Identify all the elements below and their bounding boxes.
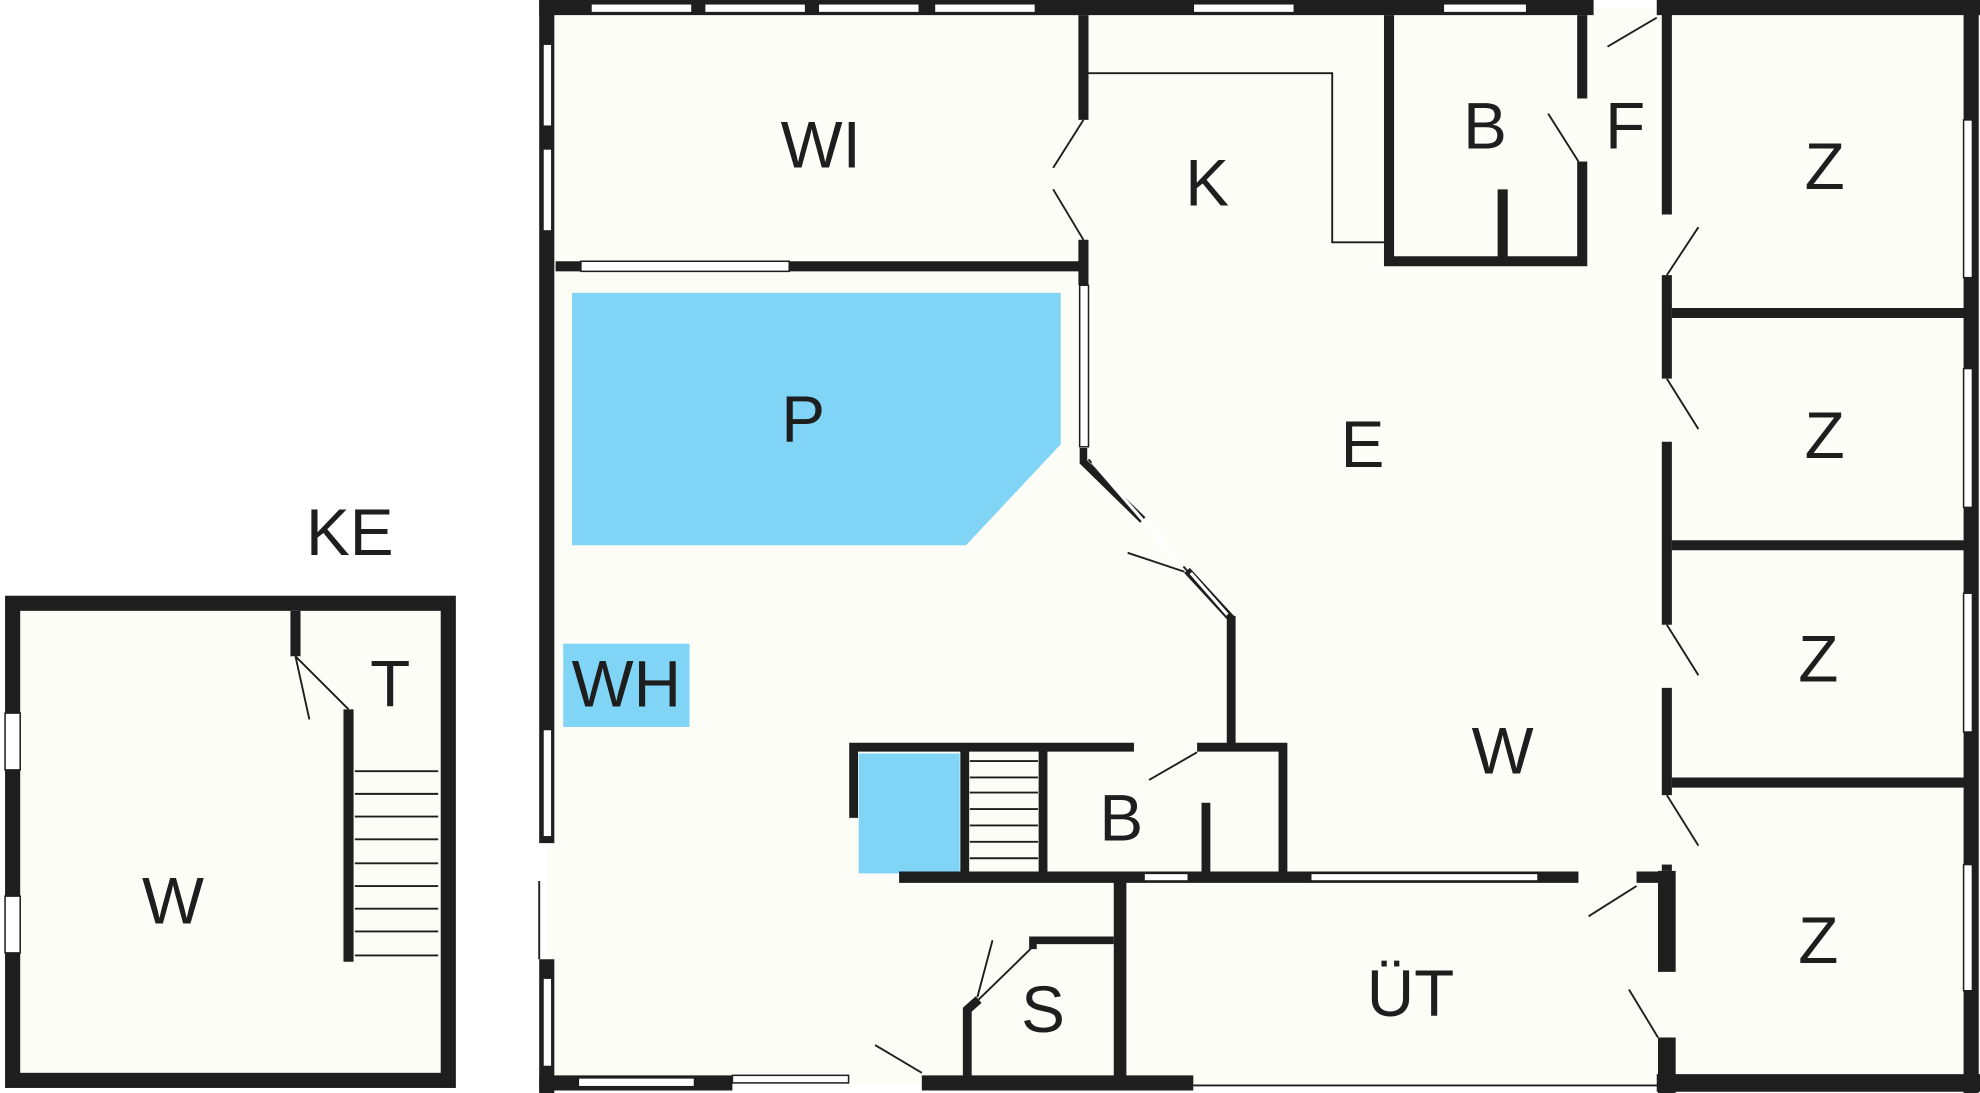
door-swing	[1052, 119, 1085, 169]
door-swing	[1588, 885, 1638, 918]
window	[542, 148, 553, 232]
room-label-wh: WH	[572, 648, 681, 721]
staircase	[354, 770, 439, 957]
main-house: WI K B F Z Z Z Z P E WH W B S ÜT	[538, 0, 1980, 1093]
staircase	[969, 760, 1038, 860]
room-label-p: P	[781, 383, 825, 456]
window	[1962, 592, 1974, 733]
window	[1192, 3, 1296, 14]
room-label-s: S	[1021, 973, 1065, 1046]
plunge-pool	[858, 753, 960, 874]
window	[4, 712, 21, 771]
door-swing	[1666, 378, 1700, 430]
room-label-b: B	[1099, 781, 1143, 854]
window	[1962, 863, 1974, 992]
door-swing	[1148, 751, 1198, 781]
sliding-door	[731, 1074, 850, 1084]
room-label-z: Z	[1805, 130, 1845, 203]
door-swing	[1666, 226, 1700, 276]
window	[933, 3, 1037, 14]
door-swing	[294, 656, 311, 720]
window	[703, 3, 807, 14]
window	[1962, 367, 1974, 509]
window	[817, 3, 921, 14]
window	[542, 728, 553, 838]
room-label-e: E	[1341, 408, 1385, 481]
room-label-w: W	[142, 865, 204, 938]
door-swing	[1127, 551, 1185, 573]
window	[1962, 119, 1974, 279]
window	[580, 260, 790, 273]
room-label-b: B	[1463, 90, 1507, 163]
door-swing	[1607, 16, 1658, 48]
room-label-z: Z	[1805, 399, 1845, 472]
window	[1143, 872, 1190, 882]
window	[1442, 3, 1528, 14]
whirlpool	[563, 643, 690, 727]
room-label-f: F	[1605, 90, 1645, 163]
window	[577, 1077, 696, 1088]
door-swing	[1666, 794, 1700, 847]
building-label-ke: KE	[306, 496, 394, 569]
room-label-ut: ÜT	[1367, 957, 1455, 1030]
room-label-z: Z	[1798, 904, 1838, 977]
door-swing	[1052, 188, 1085, 241]
window	[1309, 872, 1539, 882]
window	[1078, 284, 1090, 448]
room-label-k: K	[1185, 147, 1229, 220]
room-label-z: Z	[1798, 622, 1838, 695]
door-swing	[1628, 989, 1659, 1038]
door-swing	[1666, 624, 1700, 676]
room-label-w: W	[1472, 714, 1534, 787]
door-swing	[874, 1044, 923, 1074]
kitchen-counter	[1088, 72, 1390, 244]
room-label-wi: WI	[781, 109, 861, 182]
pool	[572, 292, 1061, 546]
window	[542, 977, 553, 1068]
window	[4, 895, 21, 954]
window	[590, 3, 693, 14]
door-swing	[976, 940, 994, 998]
door-swing	[1547, 113, 1580, 163]
outbuilding: KE W T	[4, 496, 456, 1088]
window	[542, 43, 553, 127]
room-label-t: T	[370, 648, 410, 721]
